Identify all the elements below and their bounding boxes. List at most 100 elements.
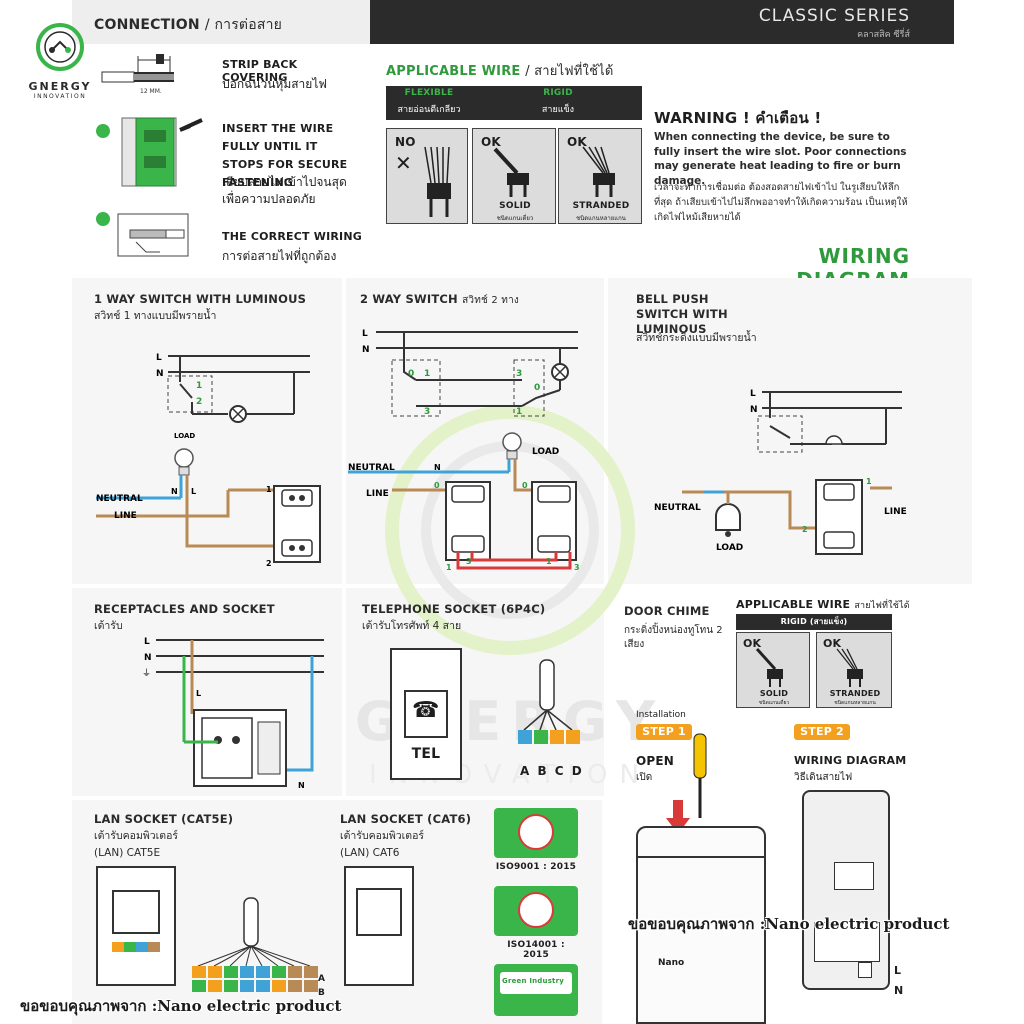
cert-iso14001: ISO14001 : 2015: [494, 886, 578, 960]
cert-iso9001-seal-icon: [518, 814, 554, 850]
step2-badge: STEP 2: [794, 724, 850, 740]
applicable-wire-title: APPLICABLE WIRE / สายไฟที่ใช้ได้: [386, 64, 614, 79]
two-way-title: 2 WAY SWITCH สวิทช์ 2 ทาง: [360, 292, 519, 306]
step-correct-illustration: [116, 212, 190, 258]
wire-stranded-ok: OK: [567, 135, 587, 149]
bell-title: BELL PUSH SWITCH WITH LUMINOUS: [636, 292, 728, 336]
receptacle-title: RECEPTACLES AND SOCKET: [94, 602, 275, 616]
phone-icon: ☎: [412, 698, 440, 723]
chime-solid-ok: OK: [743, 637, 762, 650]
cert-iso9001-badge: [494, 808, 578, 858]
telephone-sub: เต้ารับโทรศัพท์ 4 สาย: [362, 620, 462, 632]
one-way-sch-2: 2: [196, 397, 202, 407]
two-way-t1a: 1: [446, 563, 452, 572]
lan5-title: LAN SOCKET (CAT5E): [94, 812, 234, 826]
two-way-t1b: 1: [546, 557, 552, 566]
lan-a-label: A: [318, 974, 326, 984]
one-way-n-tag: N: [171, 487, 178, 496]
wire-no-label: NO: [395, 135, 416, 149]
chime-sub: กระดิ่งปิ้งหน่องทูโทน 2 เสียง: [624, 625, 723, 650]
cert-iso14001-label: ISO14001 : 2015: [507, 940, 565, 960]
one-way-sub: สวิทช์ 1 ทางแบบมีพรายน้ำ: [94, 310, 217, 322]
two-way-n-tag: N: [434, 463, 441, 472]
header-dark-bar: [370, 0, 954, 44]
two-way-sch-3b: 3: [516, 369, 522, 379]
lan6-sub2: (LAN) CAT6: [340, 847, 400, 859]
two-way-sch-0a: 0: [408, 369, 414, 379]
two-way-n-label: N: [362, 345, 370, 355]
bell-load: LOAD: [716, 543, 743, 553]
chime-solid-th: ชนิดแกนเดี่ยว: [758, 700, 790, 706]
warning-body-th: เวลาจะทำการเชื่อมต่อ ต้องสอดสายไฟเข้าไป …: [654, 182, 908, 223]
cert-green-industry: Green Industry: [494, 964, 578, 1016]
warning-title: WARNING ! คำเตือน !: [654, 109, 822, 127]
lan6-title: LAN SOCKET (CAT6): [340, 812, 472, 826]
rigid-label: RIGID: [543, 88, 573, 98]
one-way-sch-1: 1: [196, 381, 202, 391]
receptacle-n: N: [144, 653, 152, 663]
one-way-t1: 1: [266, 485, 272, 494]
bell-l-label: L: [750, 389, 756, 399]
connection-title: CONNECTION / การต่อสาย: [94, 17, 283, 33]
chime-rigid-header: RIGID (สายแข็ง): [736, 614, 892, 630]
chime-device-brand: Nano: [658, 958, 685, 968]
installation-label: Installation: [636, 710, 686, 720]
tel-label: TEL: [411, 746, 441, 762]
credit-left: ขอขอบคุณภาพจาก :Nano electric product: [20, 997, 342, 1015]
brand-name: GNERGY: [28, 80, 92, 93]
two-way-diagram: L N 0 1 3 3 0 1 LOAD NEUTRAL N LINE 0 0 …: [348, 329, 580, 572]
wire-solid-box: OK SOLID ชนิดแกนเดี่ยว: [472, 128, 556, 224]
bell-line: LINE: [884, 507, 907, 517]
chime-bell-unit: [814, 922, 880, 962]
rigid-th: สายแข็ง: [541, 105, 575, 115]
wire-solid-label: SOLID: [499, 201, 531, 211]
two-way-t3b: 3: [574, 563, 580, 572]
cert-green-industry-label: Green Industry: [502, 977, 565, 985]
lan5-sub2: (LAN) CAT5E: [94, 847, 161, 859]
telephone-title: TELEPHONE SOCKET (6P4C): [362, 602, 546, 616]
chime-switch-icon: [858, 962, 872, 978]
chime-stranded-box: OK STRANDED ชนิดแกนหลายแกน: [816, 632, 892, 708]
cert-iso14001-badge: [494, 886, 578, 936]
chime-title: DOOR CHIME: [624, 604, 710, 618]
wire-stranded-label: STRANDED: [572, 201, 630, 211]
wire-stranded-th: ชนิดแกนหลายแกน: [576, 215, 626, 222]
chime-stranded-label: STRANDED: [829, 689, 881, 698]
two-way-line: LINE: [366, 489, 389, 499]
cert-iso9001: ISO9001 : 2015: [494, 808, 578, 880]
wire-solid-th: ชนิดแกนเดี่ยว: [496, 215, 534, 222]
step1-en: STRIP BACK COVERING: [222, 58, 298, 84]
chime-device-seam: [638, 856, 764, 858]
two-way-load: LOAD: [532, 447, 559, 457]
one-way-diagram: L N 1 2 LOAD N L NEUTRAL LINE 1 2: [96, 353, 321, 568]
telephone-jack: [404, 690, 448, 738]
lan5-jack: [112, 890, 160, 934]
two-way-neutral: NEUTRAL: [348, 463, 395, 473]
two-way-sch-1b: 1: [516, 407, 522, 417]
step2-en: INSERT THE WIRE FULLY UNTIL IT STOPS FOR…: [222, 122, 348, 189]
lan6-jack: [356, 888, 402, 936]
chime-solid-label: SOLID: [759, 689, 789, 698]
bell-diagram: L N NEUTRAL LINE LOAD 1 2: [654, 389, 907, 555]
chime-terminal-block: [834, 862, 874, 890]
one-way-l-tag: L: [191, 487, 196, 496]
chime-device-open: Nano: [636, 826, 766, 1024]
wire-no-x-icon: ✕: [395, 151, 412, 175]
one-way-line: LINE: [114, 511, 137, 521]
receptacle-l: L: [144, 637, 150, 647]
open-th: เปิด: [636, 772, 653, 783]
header-light-bar: [72, 0, 370, 44]
lan-b-label: B: [318, 988, 326, 998]
chime-stranded-th: ชนิดแกนหลายแกน: [834, 700, 876, 706]
chime-l-label: L: [894, 964, 902, 977]
lan6-sub1: เต้ารับคอมพิวเตอร์: [340, 830, 425, 842]
step2-th: เสียบสายไฟเข้าไปจนสุดเพื่อความปลอดภัย: [222, 175, 347, 206]
receptacle-l-tag: L: [196, 689, 201, 698]
cert-iso9001-label: ISO9001 : 2015: [495, 862, 577, 872]
flexible-label: FLEXIBLE: [404, 88, 454, 98]
wire-solid-ok: OK: [481, 135, 501, 149]
lan6-socket: [344, 866, 414, 986]
chime-solid-box: OK SOLID ชนิดแกนเดี่ยว: [736, 632, 810, 708]
two-way-l-label: L: [362, 329, 368, 339]
panel-bell: [608, 278, 972, 584]
